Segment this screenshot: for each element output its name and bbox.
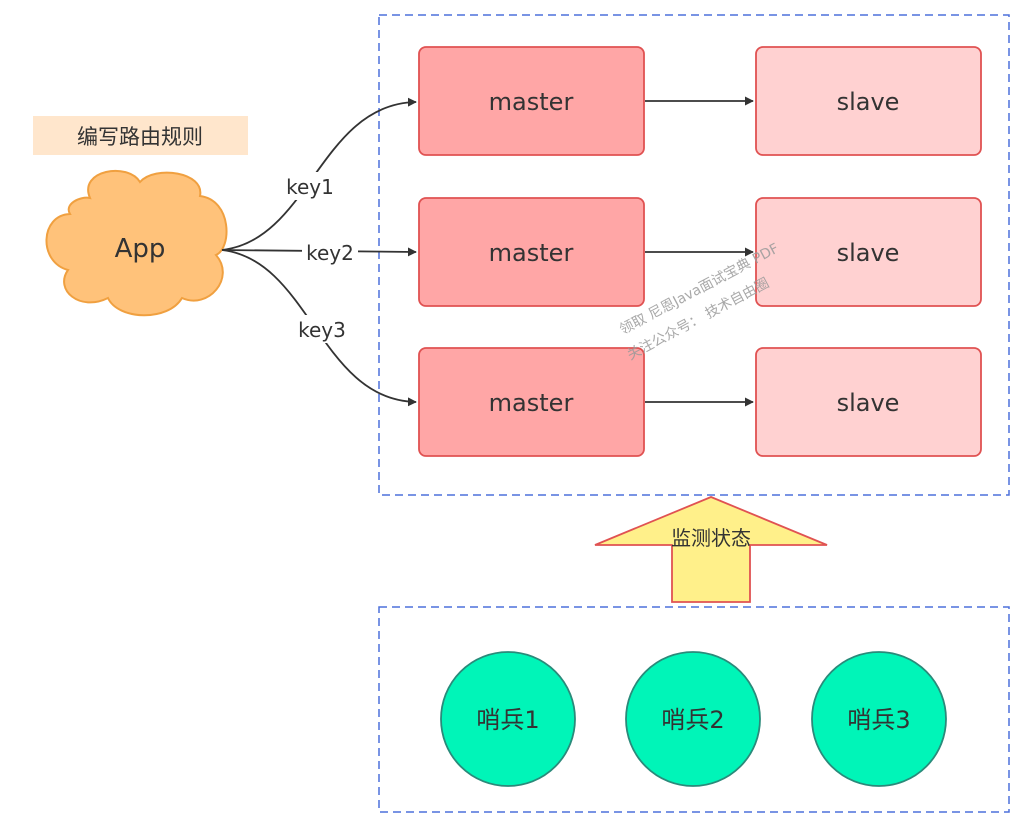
monitor-arrow xyxy=(594,496,828,603)
master-label-3: master xyxy=(489,389,574,417)
sentinel-node-2 xyxy=(625,651,761,787)
redis-cluster-group xyxy=(378,14,1010,496)
master-node-3 xyxy=(418,347,645,457)
sentinel-label-3: 哨兵3 xyxy=(847,706,910,734)
monitor-label: 监测状态 xyxy=(671,526,751,550)
sentinel-group xyxy=(378,606,1010,813)
master-label-2: master xyxy=(489,239,574,267)
slave-node-1 xyxy=(755,46,982,156)
route-label-3: key3 xyxy=(298,318,346,342)
sentinel-node-1 xyxy=(440,651,576,787)
slave-label-2: slave xyxy=(837,239,900,267)
slave-label-3: slave xyxy=(837,389,900,417)
route-label-1: key1 xyxy=(286,175,334,199)
routing-rule-label: 编写路由规则 xyxy=(77,125,203,149)
sentinel-label-2: 哨兵2 xyxy=(661,706,724,734)
master-label-1: master xyxy=(489,88,574,116)
app-label: App xyxy=(115,234,166,264)
route-label-bg-1 xyxy=(282,172,338,200)
master-node-1 xyxy=(418,46,645,156)
route-label-2: key2 xyxy=(306,241,354,265)
master-node-2 xyxy=(418,197,645,307)
slave-node-3 xyxy=(755,347,982,457)
slave-node-2 xyxy=(755,197,982,307)
app-cloud xyxy=(45,169,228,317)
slave-label-1: slave xyxy=(837,88,900,116)
route-label-bg-3 xyxy=(294,315,350,343)
sentinel-node-3 xyxy=(811,651,947,787)
sentinel-label-1: 哨兵1 xyxy=(476,706,539,734)
route-label-bg-2 xyxy=(302,239,358,267)
routing-rule-note xyxy=(33,116,248,155)
